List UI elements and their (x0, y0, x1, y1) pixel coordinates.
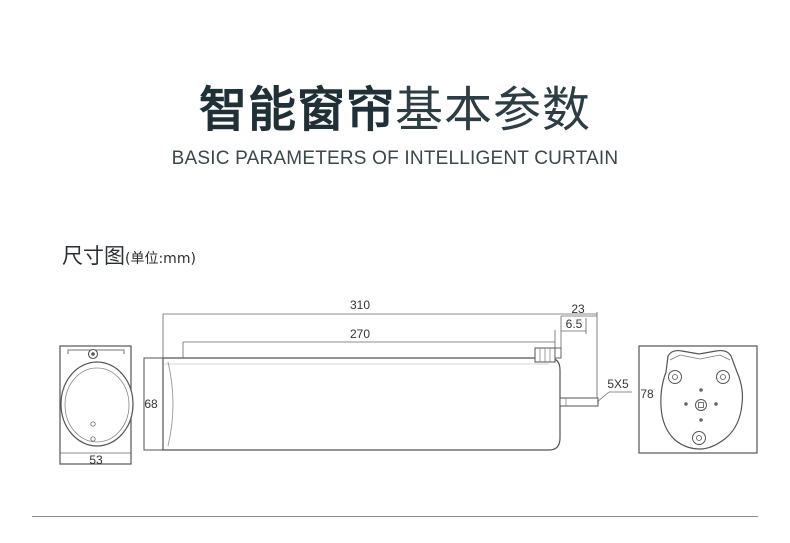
width-dim-label: 53 (89, 453, 103, 467)
mount-lug-bottom-icon (692, 431, 706, 445)
center-square-drive-icon (698, 402, 704, 408)
output-shaft (559, 397, 599, 407)
section-label-unit: (单位:mm) (125, 251, 196, 267)
mount-lug-bottom-hole-icon (696, 435, 702, 441)
height-dim-label: 78 (640, 387, 654, 401)
left-end-button-icon (90, 436, 96, 442)
overall-length-label: 310 (350, 298, 370, 312)
mount-lug-left-hole-icon (672, 374, 678, 380)
tube-length-label: 270 (350, 327, 370, 341)
screw-dot-left-icon (684, 402, 688, 406)
head-length-label: 23 (571, 302, 585, 316)
left-end-led-icon (90, 421, 96, 427)
tube-body (162, 357, 561, 451)
screw-dot-top-icon (699, 388, 703, 392)
section-label-main: 尺寸图 (62, 244, 125, 268)
diameter-label: 68 (144, 397, 158, 411)
head-offset-label: 6.5 (566, 317, 583, 331)
title-light: 基本参数 (395, 82, 592, 138)
left-end-view: 53 (59, 345, 134, 467)
right-end-view: 78 (638, 345, 758, 454)
bottom-divider (32, 516, 758, 517)
drive-head-tip (554, 347, 562, 359)
tube-end-curve (167, 361, 174, 447)
section-label: 尺寸图(单位:mm) (62, 240, 196, 270)
right-end-bracket-top (669, 354, 731, 361)
left-end-motor-head (60, 361, 134, 447)
mount-lug-right-icon (716, 370, 730, 384)
mount-lug-left-icon (668, 370, 682, 384)
center-shaft-hole-icon (695, 399, 707, 411)
shaft-size-label: 5X5 (607, 377, 629, 391)
screw-dot-right-icon (714, 402, 718, 406)
left-end-screw-center-icon (91, 352, 95, 356)
left-end-inner-ring (64, 367, 130, 443)
page-subtitle: BASIC PARAMETERS OF INTELLIGENT CURTAIN (171, 148, 619, 169)
side-view: 310 23 6.5 270 68 5X5 (143, 298, 632, 451)
page-title: 智能窗帘基本参数 (0, 70, 790, 140)
screw-dot-bottom-icon (699, 418, 703, 422)
shaft-size-leader (596, 391, 610, 403)
mount-lug-right-hole-icon (720, 374, 726, 380)
title-bold: 智能窗帘 (198, 82, 395, 138)
